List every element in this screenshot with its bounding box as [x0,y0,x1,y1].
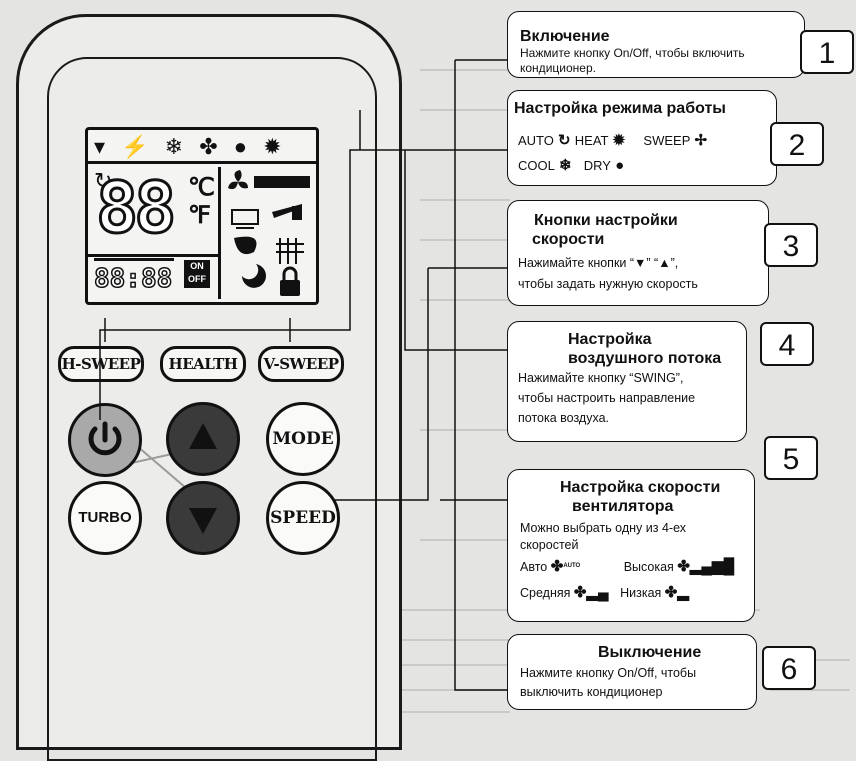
callout-1-text: Нажмите кнопку On/Off, чтобы включить ко… [520,46,745,75]
fan-high-icon: ✤▂▄▆█ [677,558,735,575]
celsius-unit: ℃ [188,174,215,201]
sleep-icon [242,264,266,288]
lcd-units: ℃ ℉ [188,174,215,230]
fan-auto-icon: ✤ [550,558,564,575]
heat-mode-icon: ✹ [608,132,630,149]
callout-1-number: 1 [800,30,854,74]
mode-row-2: COOL ❄ DRY ● [518,157,625,174]
callout-1-title: Включение [520,28,610,45]
callout-4-text-3: потока воздуха. [518,411,609,425]
lcd-timer-digits: 88:88 [93,258,174,297]
lock-icon [280,280,300,296]
dry-mode-icon: ● [610,157,625,174]
v-sweep-button[interactable]: V-SWEEP [258,346,344,382]
callout-5-text-1: Можно выбрать одну из 4-ех [520,521,687,535]
callout-4-number: 4 [760,322,814,366]
callout-4-title-1: Настройка [568,331,652,348]
callout-power-off: Выключение Нажмите кнопку On/Off, чтобы … [507,634,757,710]
speed-down-button[interactable] [166,481,240,555]
callout-6-title: Выключение [598,644,702,661]
heater-icon [276,238,304,264]
leaf-icon [234,236,257,255]
callout-4-title-2: воздушного потока [568,350,722,367]
speed-row-1: Авто ✤AUTO Высокая ✤▂▄▆█ [520,558,735,575]
callout-5-text-2: скоростей [520,538,579,552]
fahrenheit-unit: ℉ [188,202,211,229]
lcd-display: ▾ ⚡ ❄ ✤ ● ✹ ↻ 88 ℃ ℉ 88:88 ON OFF [85,127,319,305]
callout-5-number: 5 [764,436,818,480]
callout-5-title-1: Настройка скорости [560,479,721,496]
fan-medium-icon: ✤▂▄ [573,584,609,601]
callout-3-title-2: скорости [532,231,605,248]
speed-up-button[interactable] [166,402,240,476]
health-button[interactable]: HEALTH [160,346,246,382]
callout-6-number: 6 [762,646,816,690]
callout-speed-buttons: Кнопки настройки скорости Нажимайте кноп… [507,200,769,306]
lcd-temperature-digits: 88 [94,167,177,249]
speed-row-2: Средняя ✤▂▄ Низкая ✤▂ [520,584,689,601]
sweep-mode-icon: ✢ [690,132,708,149]
mode-row-1: AUTO ↻ HEAT ✹ SWEEP ✢ [518,132,708,149]
callout-fan-speed: Настройка скорости вентилятора Можно выб… [507,469,755,622]
turbo-button-label: TURBO [78,509,132,526]
mode-button-label: MODE [272,429,334,449]
turbo-button[interactable]: TURBO [68,481,142,555]
lcd-divider-horizontal [88,254,221,257]
callout-5-title-2: вентилятора [572,498,674,515]
cool-mode-icon: ❄ [554,157,576,174]
h-sweep-button[interactable]: H-SWEEP [58,346,144,382]
lcd-right-symbols [228,170,310,296]
auto-mode-icon: ↻ [553,132,575,149]
lcd-mode-icons: ▾ ⚡ ❄ ✤ ● ✹ ↻ [88,130,316,193]
fan-icon [228,170,248,190]
callout-4-text-2: чтобы настроить направление [518,391,696,405]
fan-auto-tag: AUTO [563,563,581,569]
lcd-on-off-indicator: ON OFF [184,260,210,288]
callout-3-title-1: Кнопки настройки [534,212,678,229]
callout-6-text-2: выключить кондиционер [520,685,663,699]
mode-button[interactable]: MODE [266,402,340,476]
callout-3-text-2: чтобы задать нужную скорость [518,277,698,291]
triangle-up-icon [189,423,217,449]
callout-connector-lines [99,59,510,691]
fan-low-icon: ✤▂ [664,584,689,601]
fan-speed-bars [254,176,310,188]
power-button[interactable] [68,403,142,477]
callout-6-text-1: Нажмите кнопку On/Off, чтобы [520,666,697,680]
speed-button-label: SPEED [270,508,336,528]
triangle-down-icon [189,508,217,534]
triangle-down-icon: ▼ [634,256,647,270]
callout-airflow: Настройка воздушного потока Нажимайте кн… [507,321,747,442]
speed-button[interactable]: SPEED [266,481,340,555]
callout-2-title: Настройка режима работы [514,100,726,117]
callout-4-text-1: Нажимайте кнопку “SWING”, [518,371,684,385]
callout-3-text-1: Нажимайте кнопки “▼” “▲”, [518,256,679,270]
callout-2-number: 2 [770,122,824,166]
power-icon [88,421,122,456]
lcd-divider-vertical [218,167,221,299]
callout-power-on: Включение Нажмите кнопку On/Off, чтобы в… [507,11,805,78]
triangle-up-icon: ▲ [658,256,671,270]
callout-operation-mode: Настройка режима работы AUTO ↻ HEAT ✹ SW… [507,90,777,186]
callout-3-number: 3 [764,223,818,267]
